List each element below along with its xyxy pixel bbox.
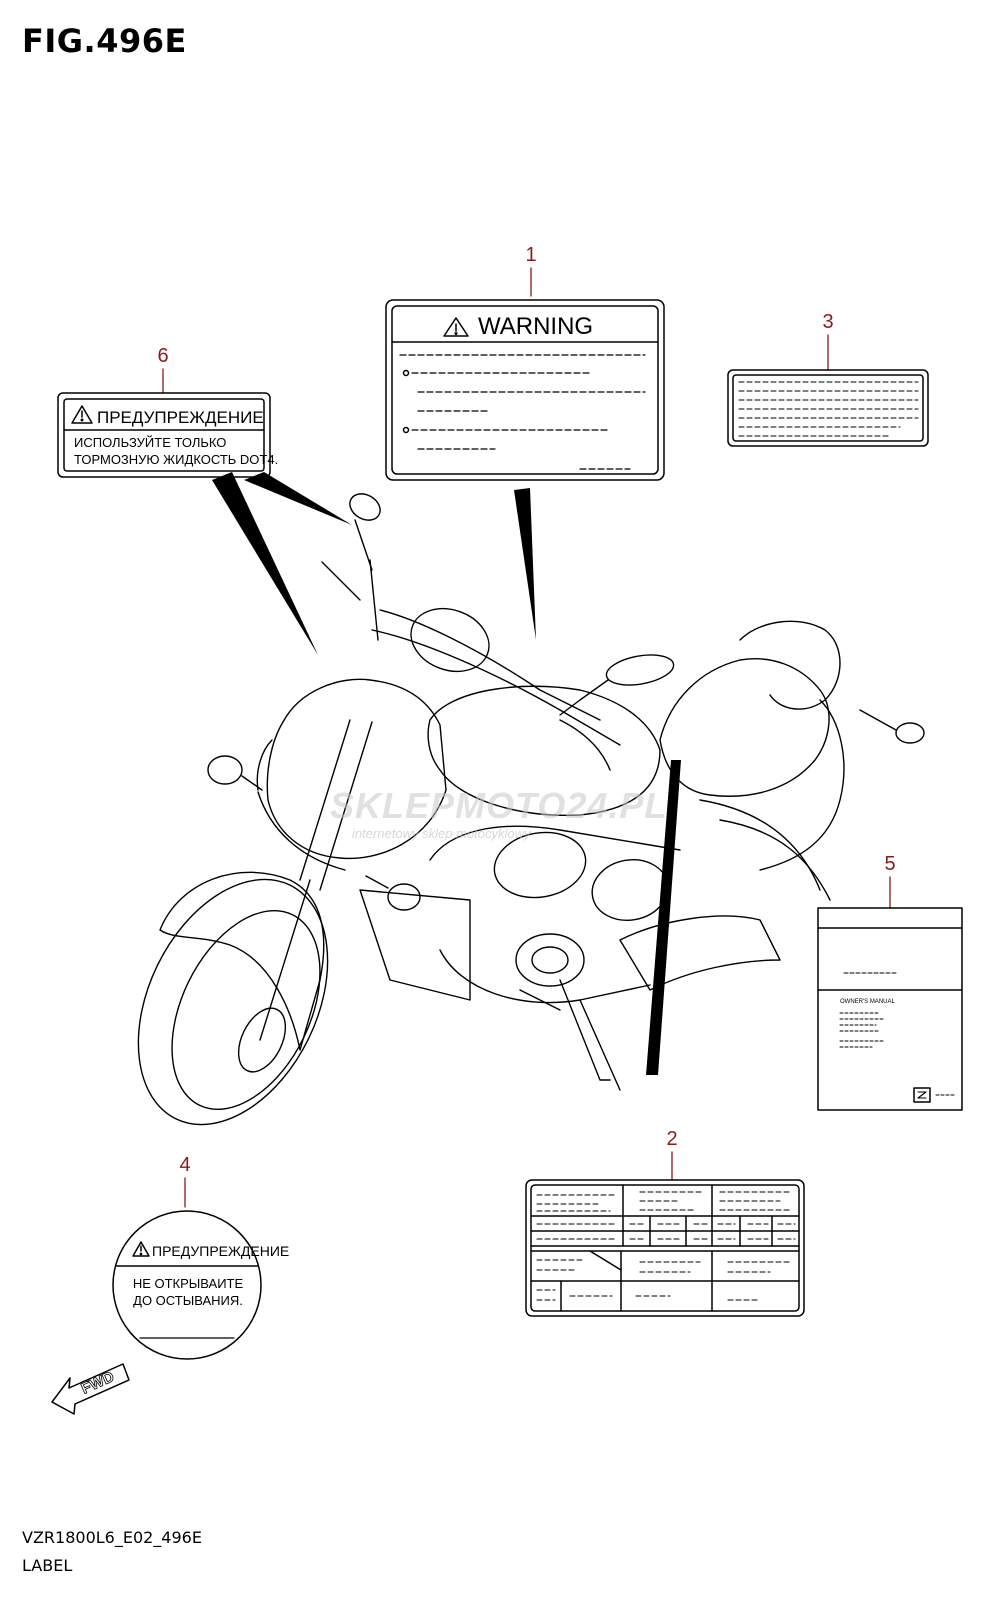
warning-title: WARNING	[478, 313, 593, 340]
fwd-arrow-icon: FWD	[51, 1363, 130, 1415]
warning-triangle-icon	[71, 405, 93, 424]
motorcycle-drawing	[137, 493, 925, 1126]
ru-round-line1: НЕ ОТКРЫВАИТЕ	[133, 1276, 244, 1291]
suzuki-logo-icon	[913, 1087, 931, 1103]
callout-number: 1	[525, 244, 536, 266]
watermark-tagline: internetowy sklep motocyklowy	[352, 826, 532, 841]
callout-3: 3	[822, 311, 834, 371]
leader-label-6a	[212, 472, 318, 655]
warning-triangle-icon	[132, 1241, 150, 1257]
label-6-brake-fluid: ПРЕДУПРЕЖДЕНИЕ ИСПОЛЬЗУЙТЕ ТОЛЬКО ТОРМОЗ…	[57, 392, 278, 478]
manual-text: OWNER'S MANUAL	[840, 999, 895, 1005]
callout-5: 5	[884, 853, 896, 909]
callout-number: 4	[179, 1154, 190, 1176]
ru-round-line2: ДО ОСТЫВАНИЯ.	[133, 1293, 243, 1308]
label-5-owners-manual: OWNER'S MANUAL	[817, 907, 963, 1111]
figure-title: FIG.496E	[22, 22, 187, 60]
ru-brake-title: ПРЕДУПРЕЖДЕНИЕ	[97, 408, 264, 427]
ru-brake-line2: ТОРМОЗНУЮ ЖИДКОСТЬ DOT4.	[74, 452, 278, 467]
label-3	[727, 369, 929, 447]
watermark: SKLEPMOTO24.PL internetowy sklep motocyk…	[330, 785, 667, 841]
callout-number: 2	[666, 1128, 677, 1150]
ru-round-title: ПРЕДУПРЕЖДЕНИЕ	[152, 1243, 289, 1259]
callout-number: 3	[822, 311, 833, 333]
leader-label-2	[646, 760, 681, 1075]
callout-4: 4	[179, 1154, 191, 1208]
callout-number: 5	[884, 853, 895, 875]
callout-1: 1	[525, 244, 537, 297]
leader-label-1	[514, 488, 536, 640]
leader-label-6b	[244, 472, 352, 525]
callout-2: 2	[666, 1128, 678, 1181]
label-1-warning: WARNING	[385, 299, 665, 481]
leader-lines	[212, 472, 681, 1075]
label-4-round-warning: ПРЕДУПРЕЖДЕНИЕ НЕ ОТКРЫВАИТЕ ДО ОСТЫВАНИ…	[112, 1210, 289, 1360]
diagram-code: VZR1800L6_E02_496E	[22, 1528, 202, 1547]
ru-brake-line1: ИСПОЛЬЗУЙТЕ ТОЛЬКО	[74, 435, 226, 450]
front-wheel	[137, 878, 329, 1126]
label-2-data-table	[525, 1179, 805, 1317]
watermark-brand: SKLEPMOTO24.PL	[330, 785, 667, 826]
warning-triangle-icon	[443, 317, 469, 337]
callout-6: 6	[157, 345, 169, 393]
callout-number: 6	[157, 345, 168, 367]
section-name: LABEL	[22, 1556, 73, 1575]
